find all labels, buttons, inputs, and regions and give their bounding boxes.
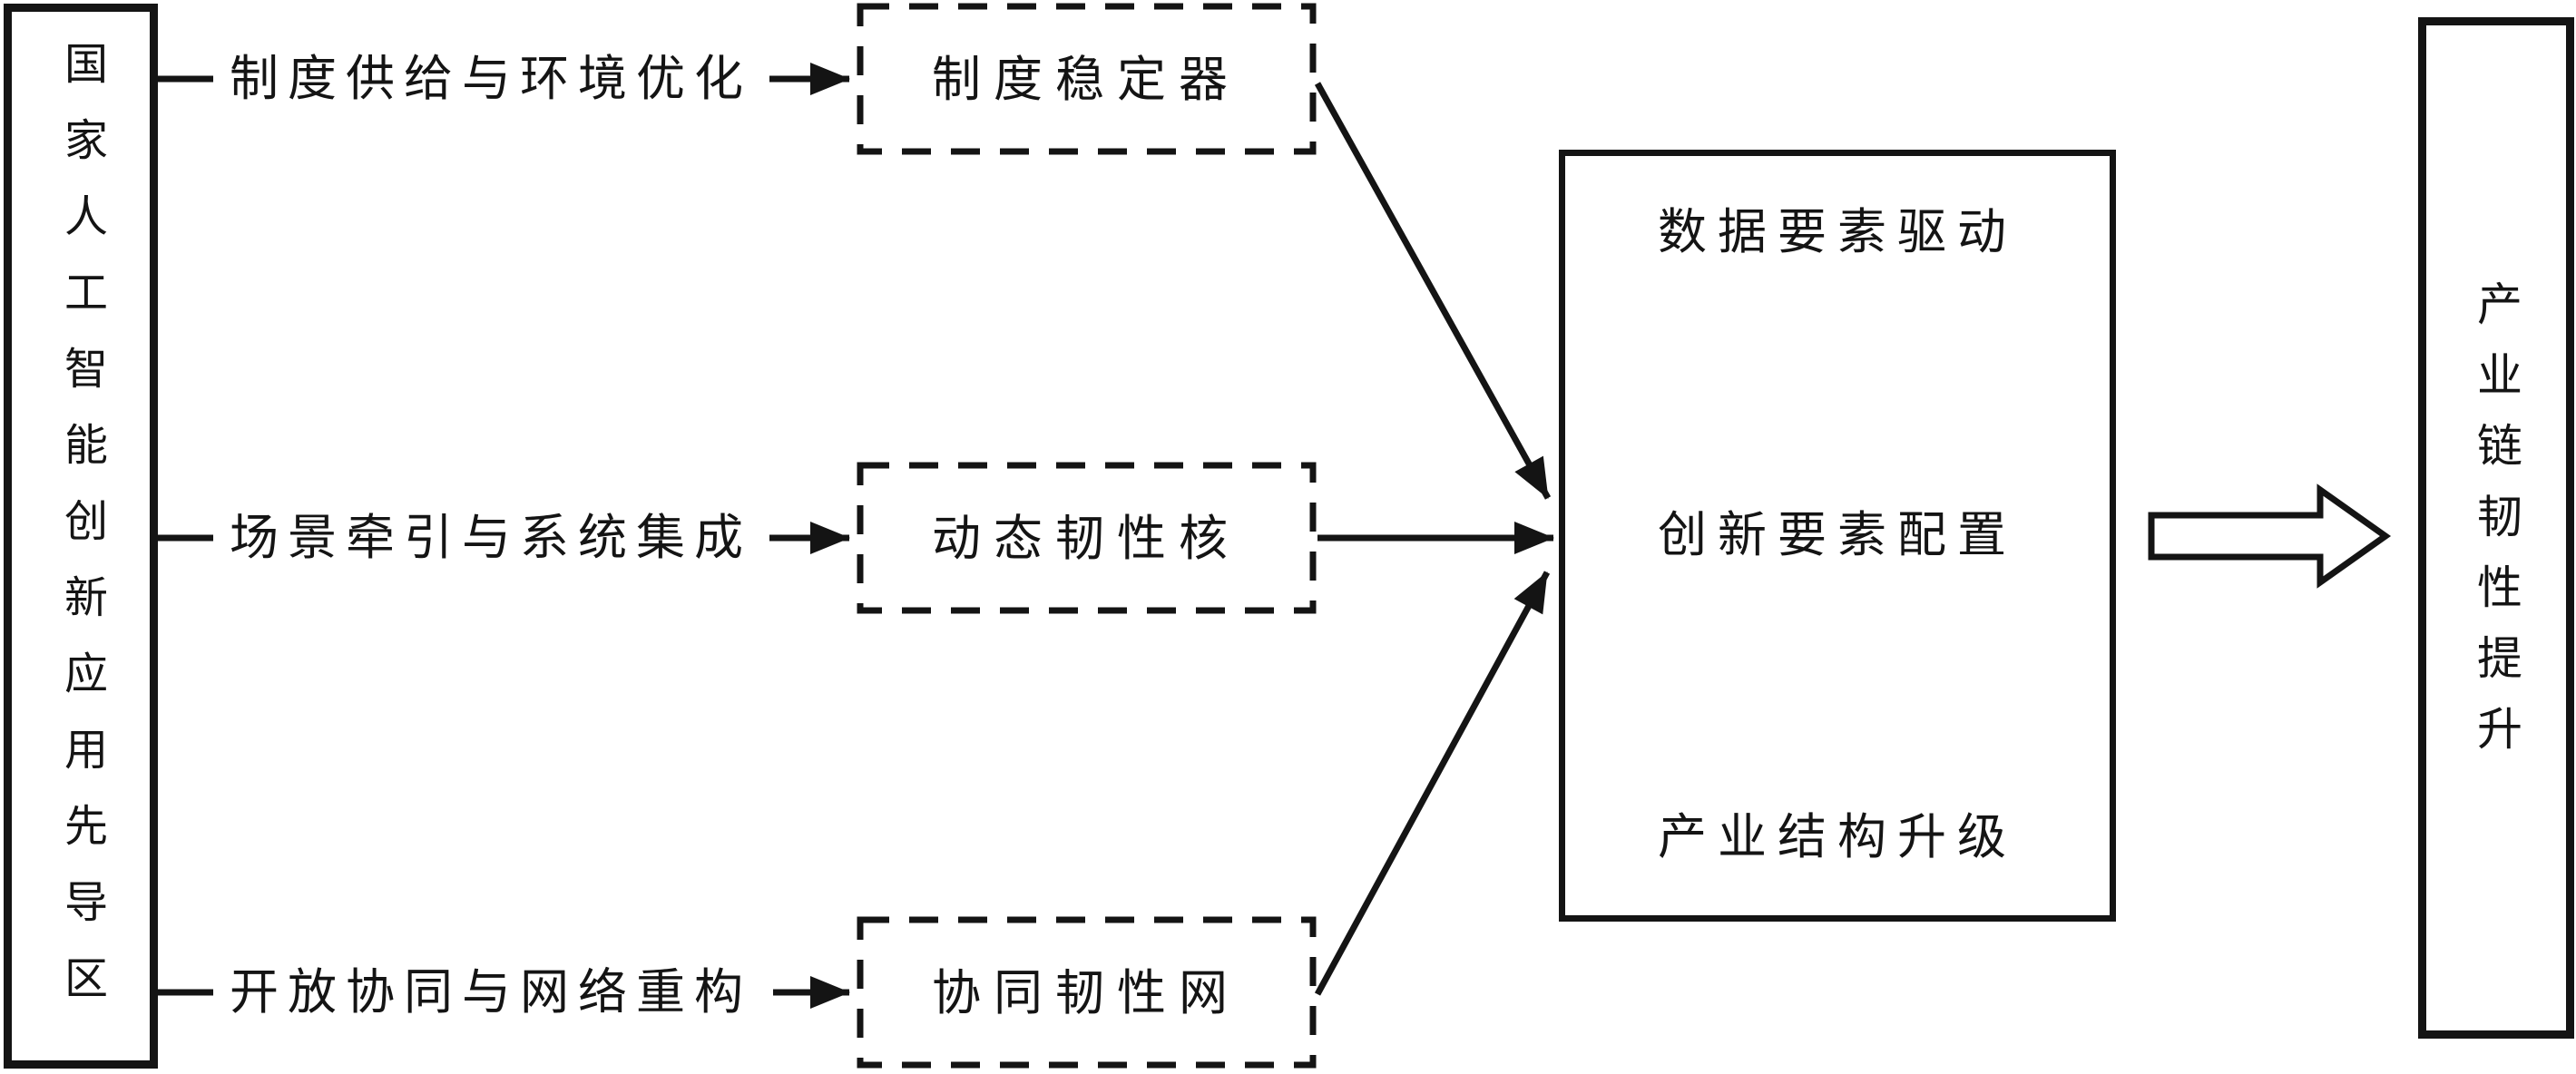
outcome-box-resilience: 产业链韧性提升: [2418, 17, 2574, 1039]
center-line-structure-upgrade: 产业结构升级: [1658, 810, 2017, 864]
mechanism-label-core: 动态韧性核: [932, 512, 1240, 566]
mechanism-label-network: 协同韧性网: [932, 966, 1240, 1020]
mechanism-box-stabilizer: [857, 3, 1317, 155]
pathway-label-1: 制度供给与环境优化: [230, 52, 752, 106]
mechanism-box-network: [857, 916, 1317, 1069]
source-box-pilot-zone: 国家人工智能创新应用先导区: [4, 4, 158, 1069]
arrow-network-to-center: [1314, 571, 1551, 996]
outcome-box-text: 产业链韧性提升: [2471, 280, 2522, 776]
center-line-data-driven: 数据要素驱动: [1658, 205, 2017, 259]
center-line-innovation-allocation: 创新要素配置: [1658, 507, 2017, 562]
mechanism-label-stabilizer: 制度稳定器: [932, 53, 1240, 107]
pathway-label-2: 场景牵引与系统集成: [230, 511, 752, 565]
mechanism-box-core: [857, 462, 1317, 614]
block-arrow-to-outcome: [2148, 483, 2392, 589]
source-box-text: 国家人工智能创新应用先导区: [57, 41, 105, 1031]
pathway-label-3: 开放协同与网络重构: [230, 965, 752, 1020]
center-transformation-box: 数据要素驱动 创新要素配置 产业结构升级: [1559, 150, 2116, 922]
arrow-stabilizer-to-center: [1314, 82, 1552, 500]
